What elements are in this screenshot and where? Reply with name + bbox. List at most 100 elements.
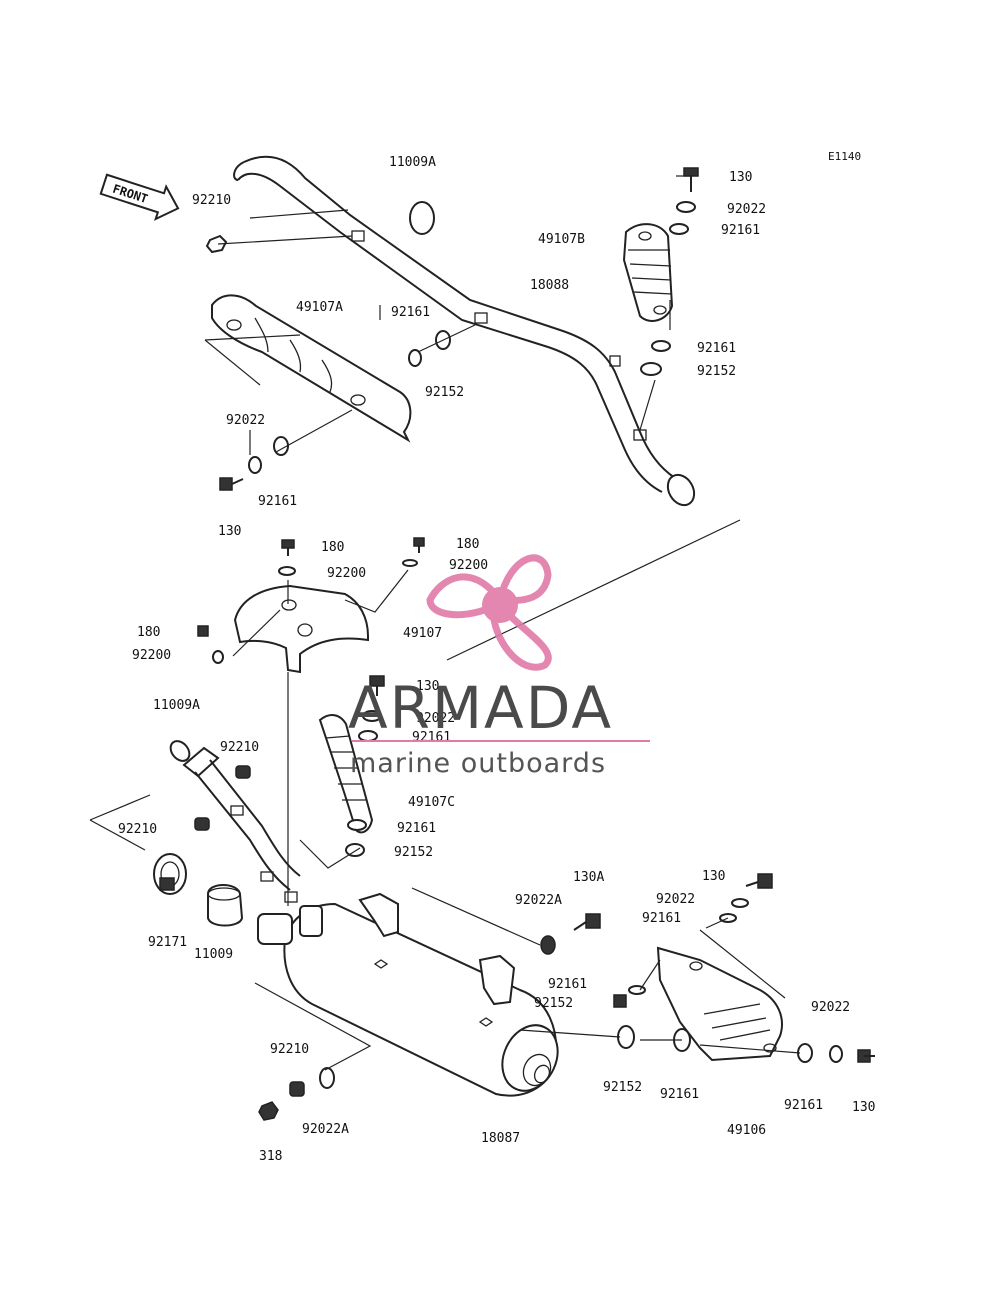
- nut-92210-a: [235, 765, 251, 779]
- part-label-92200: 92200: [327, 566, 366, 581]
- gasket-11009: [207, 884, 244, 927]
- watermark-tagline: marine outboards: [350, 748, 606, 779]
- clamp-92171: [153, 853, 187, 895]
- nut-92210-bottom: [289, 1081, 305, 1097]
- washer-92022-left: [248, 456, 262, 474]
- washer-92200-c: [212, 650, 224, 664]
- part-label-92022: 92022: [656, 892, 695, 907]
- part-label-318: 318: [259, 1149, 282, 1164]
- collar-92152-right-a: [613, 994, 627, 1008]
- part-label-92022a: 92022A: [515, 893, 562, 908]
- nut-92210-b: [194, 817, 210, 831]
- heat-guard-49107b: [622, 223, 674, 322]
- muffler-18087: [257, 892, 559, 1097]
- washer-92200-a: [278, 566, 296, 576]
- front-pipe: [169, 740, 301, 903]
- bolt-180-a: [281, 539, 295, 556]
- part-label-18087: 18087: [481, 1131, 520, 1146]
- part-label-92022: 92022: [416, 711, 455, 726]
- front-arrow-icon: FRONT: [99, 173, 180, 221]
- part-label-18088: 18088: [530, 278, 569, 293]
- part-label-92161: 92161: [548, 977, 587, 992]
- heat-guard-49107c: [318, 714, 374, 834]
- diagram-code: E1140: [828, 150, 861, 163]
- part-label-130: 130: [729, 170, 752, 185]
- propeller-logo-icon: [426, 554, 552, 671]
- part-label-92210: 92210: [220, 740, 259, 755]
- washer-92022-right-c: [829, 1045, 843, 1063]
- heat-guard-49107: [233, 584, 369, 674]
- part-label-92161: 92161: [784, 1098, 823, 1113]
- part-label-130a: 130A: [573, 870, 604, 885]
- washer-92022a-bottom: [319, 1067, 335, 1089]
- leader-lines: [89, 175, 801, 1071]
- exhaust-pipe-18088: [233, 155, 696, 507]
- washer-92161-top: [669, 223, 689, 235]
- part-label-92210: 92210: [270, 1042, 309, 1057]
- collar-92152-lower: [345, 843, 365, 857]
- part-label-92161: 92161: [642, 911, 681, 926]
- part-label-180: 180: [456, 537, 479, 552]
- washer-92022a-right: [540, 935, 556, 955]
- part-label-92161: 92161: [258, 494, 297, 509]
- bolt-130-top-right: [683, 167, 699, 192]
- part-label-180: 180: [321, 540, 344, 555]
- part-label-11009: 11009: [194, 947, 233, 962]
- gasket-11009a-top: [409, 201, 435, 235]
- part-label-130: 130: [852, 1100, 875, 1115]
- part-label-92022: 92022: [727, 202, 766, 217]
- watermark-brand: ARMADA: [348, 674, 613, 742]
- part-label-92022: 92022: [811, 1000, 850, 1015]
- part-label-92152: 92152: [603, 1080, 642, 1095]
- washer-92022-top: [676, 201, 696, 213]
- part-label-92022a: 92022A: [302, 1122, 349, 1137]
- part-label-92152: 92152: [394, 845, 433, 860]
- part-label-49107b: 49107B: [538, 232, 585, 247]
- part-label-92210: 92210: [118, 822, 157, 837]
- part-label-49107c: 49107C: [408, 795, 455, 810]
- washer-92022-mid: [362, 710, 382, 722]
- part-label-92152: 92152: [697, 364, 736, 379]
- part-label-92022: 92022: [226, 413, 265, 428]
- part-label-11009a: 11009A: [153, 698, 200, 713]
- bolt-180-c: [197, 625, 209, 637]
- armada-watermark: ARMADA marine outboards: [348, 554, 650, 779]
- part-label-92161: 92161: [391, 305, 430, 320]
- washer-92022-right-top: [731, 898, 749, 908]
- part-label-92161: 92161: [397, 821, 436, 836]
- part-label-92200: 92200: [132, 648, 171, 663]
- washer-92161-mid: [651, 340, 671, 352]
- nut-92210-top: [205, 234, 228, 254]
- collar-92152-right-b: [617, 1025, 635, 1049]
- washer-92161-right-c: [797, 1043, 813, 1063]
- part-label-130: 130: [218, 524, 241, 539]
- bolt-130a: [573, 913, 601, 931]
- part-label-49107a: 49107A: [296, 300, 343, 315]
- washer-92200-b: [402, 559, 418, 567]
- washer-92161-lower: [347, 819, 367, 831]
- bolt-130-left: [219, 477, 244, 491]
- part-label-92161: 92161: [697, 341, 736, 356]
- washer-92161-left: [408, 349, 422, 367]
- part-label-92161: 92161: [721, 223, 760, 238]
- part-label-92152: 92152: [425, 385, 464, 400]
- collar-92152-mid: [640, 362, 662, 376]
- part-label-92200: 92200: [449, 558, 488, 573]
- bolt-180-b: [413, 537, 425, 553]
- part-label-92161: 92161: [660, 1087, 699, 1102]
- part-label-49107: 49107: [403, 626, 442, 641]
- part-labels: 11009A 92210 130 92022 49107B 92161 18088 49107…: [118, 155, 875, 1164]
- bolt-130-mid: [369, 675, 385, 696]
- heat-guard-49106: [656, 946, 783, 1062]
- nut-318: [258, 1101, 279, 1121]
- bolt-130-right-top: [745, 873, 773, 889]
- part-label-130: 130: [416, 679, 439, 694]
- part-label-92171: 92171: [148, 935, 187, 950]
- part-label-180: 180: [137, 625, 160, 640]
- washer-92161-right-a: [628, 985, 646, 995]
- bolt-130-right-c: [857, 1049, 875, 1063]
- part-label-130: 130: [702, 869, 725, 884]
- part-label-49106: 49106: [727, 1123, 766, 1138]
- part-label-11009a: 11009A: [389, 155, 436, 170]
